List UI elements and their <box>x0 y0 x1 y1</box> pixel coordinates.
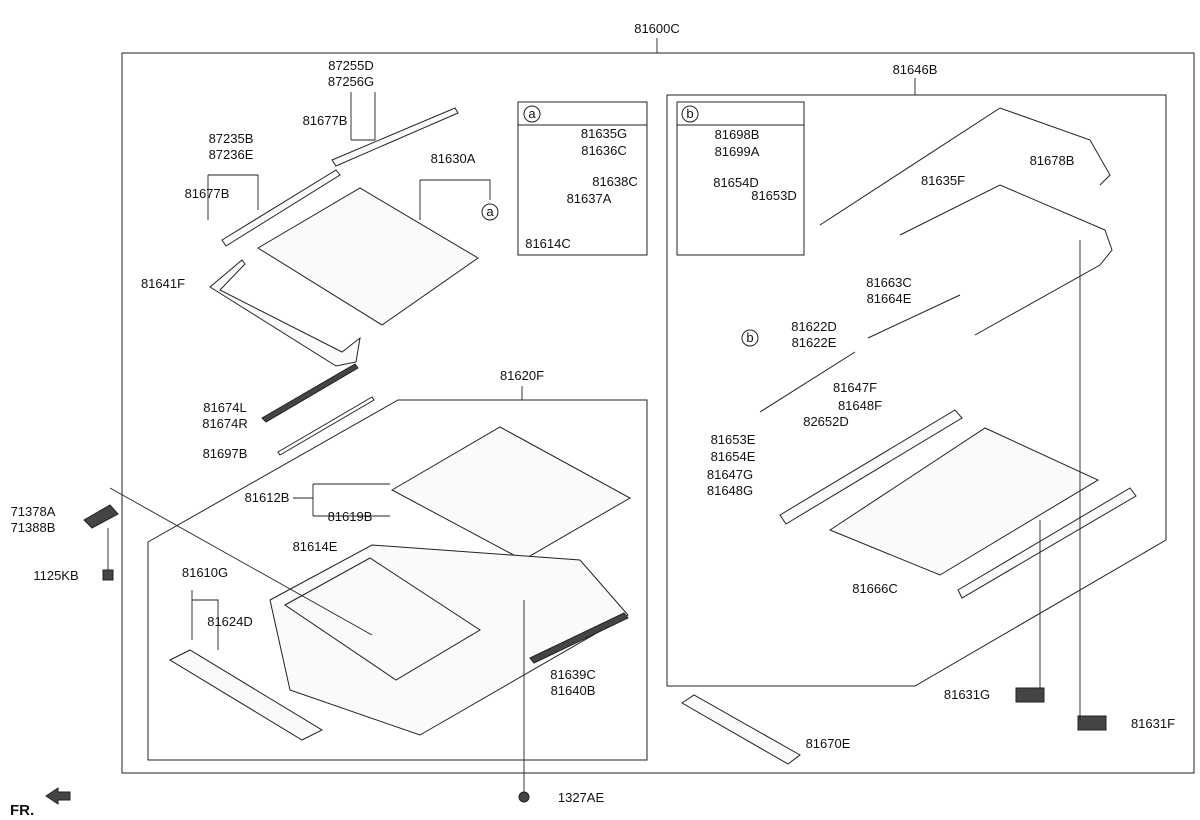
label-81674L: 81674L <box>203 400 246 415</box>
label-81648G: 81648G <box>707 483 753 498</box>
motor-81631G <box>1015 687 1045 703</box>
bolt-1125KB <box>102 569 114 581</box>
leader-71378A <box>109 487 373 636</box>
label-87235B: 87235B <box>209 131 254 146</box>
label-81610G: 81610G <box>182 565 228 580</box>
label-71388B: 71388B <box>11 520 56 535</box>
leader-81610G <box>191 590 219 650</box>
leader-group-87235B <box>207 174 259 220</box>
bracket-81622D <box>759 351 856 413</box>
label-81674R: 81674R <box>202 416 248 431</box>
callout-b-detail-circle <box>681 105 699 123</box>
label-81677B-left: 81677B <box>185 186 230 201</box>
bracket-81639C <box>529 612 629 664</box>
callout-a-main-circle <box>481 203 499 221</box>
label-81654D: 81654D <box>713 175 759 190</box>
frame-81646B-top <box>819 107 1111 226</box>
detail-box-a <box>517 101 648 256</box>
label-81637A: 81637A <box>567 191 612 206</box>
label-81677B-top: 81677B <box>303 113 348 128</box>
label-81699A: 81699A <box>715 144 760 159</box>
callout-b-main-circle <box>741 329 759 347</box>
callout-b-main: b <box>746 330 753 345</box>
panel-81612B <box>390 426 632 561</box>
label-81636C: 81636C <box>581 143 627 158</box>
label-81622E: 81622E <box>792 335 837 350</box>
frame-81635F <box>899 184 1113 336</box>
label-82652D: 82652D <box>803 414 849 429</box>
label-81666C: 81666C <box>852 581 898 596</box>
label-81653D: 81653D <box>751 188 797 203</box>
label-81639C: 81639C <box>550 667 596 682</box>
leader-group-87255D <box>350 92 376 141</box>
strip-81697B <box>277 396 375 456</box>
label-81631G: 81631G <box>944 687 990 702</box>
callout-a-detail-circle <box>523 105 541 123</box>
rail-81647F-left <box>779 409 963 525</box>
seal-81674L <box>261 363 359 423</box>
bracket-71378A <box>83 504 119 529</box>
label-81698B: 81698B <box>715 127 760 142</box>
label-1327AE: 1327AE <box>558 790 605 805</box>
callout-a-main: a <box>486 204 494 219</box>
label-81612B: 81612B <box>245 490 290 505</box>
leader-81630A <box>419 179 491 220</box>
label-81664E: 81664E <box>867 291 912 306</box>
direction-arrow-icon <box>45 787 71 805</box>
label-81614E: 81614E <box>293 539 338 554</box>
direction-label: FR. <box>10 802 34 819</box>
motor-81631F <box>1077 715 1107 731</box>
label-81635F: 81635F <box>921 173 965 188</box>
rail-81670E <box>681 694 801 765</box>
callout-b-detail: b <box>686 106 693 121</box>
label-81614C: 81614C <box>525 236 571 251</box>
subassembly-frame-81646B <box>666 94 1167 687</box>
label-81670E: 81670E <box>806 736 851 751</box>
label-87236E: 87236E <box>209 147 254 162</box>
label-71378A: 71378A <box>11 504 56 519</box>
weatherstrip-87235B <box>221 169 341 247</box>
label-81647G: 81647G <box>707 467 753 482</box>
rail-81647G-right <box>957 487 1137 599</box>
shade-81666C <box>828 427 1100 576</box>
detail-box-b <box>676 101 805 256</box>
guide-81663C <box>867 294 961 339</box>
deflector-81641F <box>209 259 361 367</box>
callout-a-detail: a <box>528 106 536 121</box>
assembly-frame-81600C <box>121 52 1195 774</box>
label-81646B: 81646B <box>893 62 938 77</box>
label-87255D: 87255D <box>328 58 374 73</box>
label-81648F: 81648F <box>838 398 882 413</box>
weatherstrip-87255D <box>331 107 459 167</box>
leader-81612B <box>293 483 390 517</box>
label-81631F: 81631F <box>1131 716 1175 731</box>
opening-81614E <box>284 557 481 681</box>
label-81620F: 81620F <box>500 368 544 383</box>
label-81640B: 81640B <box>551 683 596 698</box>
label-81678B: 81678B <box>1030 153 1075 168</box>
label-81624D: 81624D <box>207 614 253 629</box>
label-81653E: 81653E <box>711 432 756 447</box>
rail-81624D <box>168 649 324 741</box>
label-81635G: 81635G <box>581 126 627 141</box>
subassembly-frame-81620F <box>147 399 648 761</box>
glass-panel-81630A <box>257 187 479 326</box>
label-81663C: 81663C <box>866 275 912 290</box>
label-81600C: 81600C <box>634 21 680 36</box>
label-1125KB: 1125KB <box>33 568 78 583</box>
label-81697B: 81697B <box>203 446 248 461</box>
label-81630A: 81630A <box>431 151 476 166</box>
label-87256G: 87256G <box>328 74 374 89</box>
label-81622D: 81622D <box>791 319 837 334</box>
label-81619B: 81619B <box>328 509 373 524</box>
nut-1327AE <box>518 791 530 803</box>
label-81638C: 81638C <box>592 174 638 189</box>
label-81654E: 81654E <box>711 449 756 464</box>
label-81641F: 81641F <box>141 276 185 291</box>
label-81647F: 81647F <box>833 380 877 395</box>
